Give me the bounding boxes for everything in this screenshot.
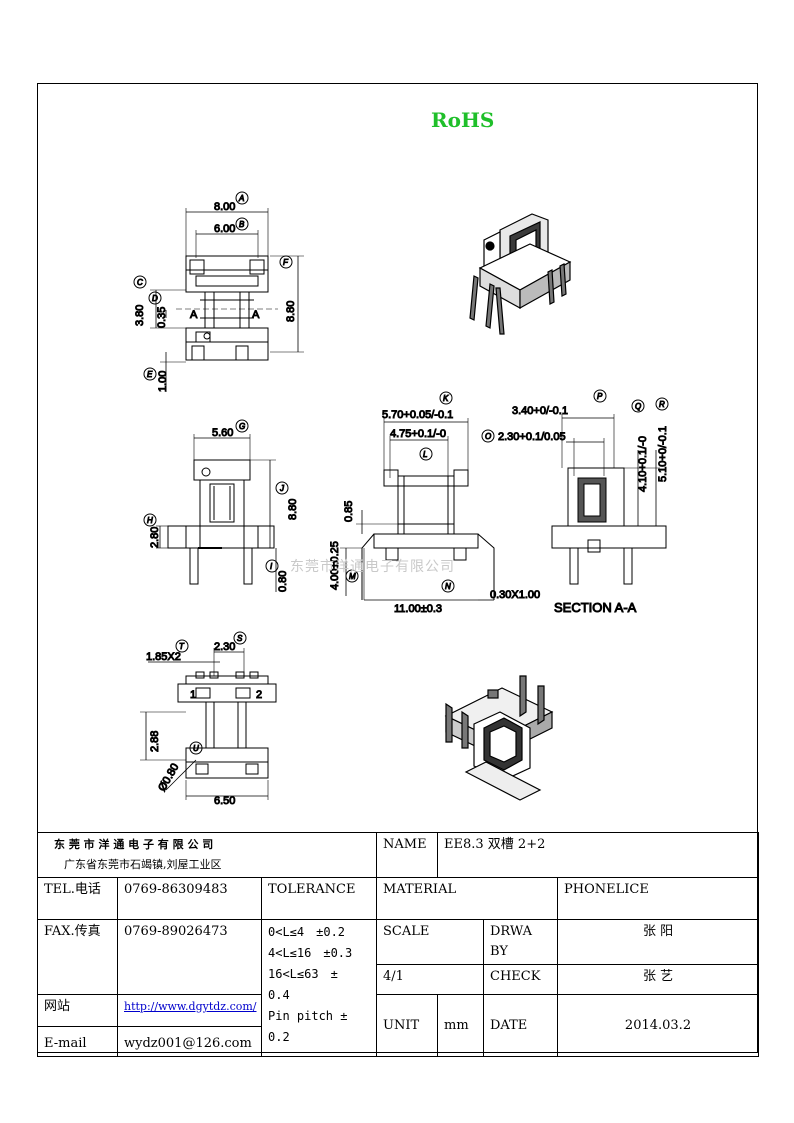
bubble-d: D (152, 294, 158, 303)
dim-0-85: 0.85 (343, 501, 355, 522)
dim-4-10: 4.10+0.1/-0 (637, 436, 649, 492)
bubble-g: G (239, 422, 245, 431)
bubble-n: N (445, 582, 451, 591)
name-label: NAME (376, 832, 438, 878)
dim-2-30: 2.30+0.1/0.05 (498, 431, 566, 443)
isometric-view-bottom (444, 675, 554, 801)
bubble-t: T (179, 642, 185, 651)
company-watermark: 东莞市洋通电子有限公司 (290, 559, 455, 575)
website-link[interactable]: http://www.dgytdz.com/ (124, 1000, 257, 1013)
bubble-s: S (237, 634, 243, 643)
tolerance-line-5: Pin pitch ± (268, 1009, 348, 1023)
company-address: 广东省东莞市石竭镇,刘屋工业区 (64, 858, 222, 871)
dim-0-80: 0.80 (277, 571, 289, 592)
technical-drawing: A B C D E F 8.00 6.00 3.80 0.35 8.80 1.0… (133, 191, 670, 808)
tolerance-line-1: 0<L≤4 ±0.2 (268, 925, 346, 939)
bubble-q: Q (635, 402, 641, 411)
bottom-view (140, 631, 277, 800)
dim-2-88: 2.88 (149, 731, 161, 752)
dim-pin: 0.30X1.00 (490, 589, 540, 601)
bubble-a: A (238, 194, 244, 203)
tolerance-line-3: 16<L≤63 ± (268, 967, 338, 981)
web-label: 网站 (37, 994, 118, 1027)
bubble-k: K (443, 394, 449, 403)
dim-5-60: 5.60 (212, 427, 233, 439)
tolerance-line-4: 0.4 (268, 988, 290, 1002)
scale-value: 4/1 (376, 964, 484, 995)
drawn-value: 张 阳 (556, 919, 760, 965)
check-value: 张 艺 (556, 964, 760, 995)
dim-1-00: 1.00 (157, 371, 169, 392)
tolerance-line-2: 4<L≤16 ±0.3 (268, 946, 353, 960)
company-cell: 东 莞 市 洋 通 电 子 有 限 公 司 广东省东莞市石竭镇,刘屋工业区 (37, 832, 377, 878)
unit-label: UNIT (376, 994, 438, 1057)
section-view (481, 389, 669, 585)
material-label: MATERIAL (376, 877, 558, 920)
dim-2-80: 2.80 (149, 527, 161, 548)
fax-label: FAX.传真 (37, 919, 118, 995)
side-view (143, 419, 289, 592)
front-view (340, 391, 495, 601)
email-label: E-mail (37, 1026, 118, 1057)
web-cell: http://www.dgytdz.com/ (117, 994, 262, 1027)
dim-0-35: 0.35 (156, 307, 168, 328)
pin-2-label: 2 (256, 689, 262, 701)
bubble-e: E (147, 370, 153, 379)
dim-phi-0-80: Ø0.80 (156, 762, 181, 794)
unit-value: mm (437, 994, 484, 1057)
bubble-u: U (193, 744, 199, 753)
dim-11-00: 11.00±0.3 (394, 603, 442, 615)
dim-4-00: 4.00±0.25 (329, 541, 341, 590)
bubble-f: F (283, 258, 289, 267)
scale-label: SCALE (376, 919, 484, 965)
check-label: CHECK (483, 964, 558, 995)
title-block: 东 莞 市 洋 通 电 子 有 限 公 司 广东省东莞市石竭镇,刘屋工业区 NA… (37, 832, 760, 1057)
name-value: EE8.3 双槽 2+2 (436, 832, 760, 878)
dim-3-80: 3.80 (134, 305, 146, 326)
dim-1-85x2: 1.85X2 (146, 651, 181, 663)
tolerance-line-6: 0.2 (268, 1030, 290, 1044)
dim-side-8-80: 8.80 (287, 499, 299, 520)
dim-6-50: 6.50 (214, 795, 235, 807)
drawn-label: DRWA BY (483, 919, 558, 965)
dim-4-75: 4.75+0.1/-0 (390, 428, 446, 440)
dim-5-10: 5.10+0/-0.1 (657, 426, 669, 482)
isometric-view-top (469, 213, 572, 335)
email-value: wydz001@126.com (117, 1026, 262, 1057)
dim-5-70: 5.70+0.05/-0.1 (382, 409, 453, 421)
top-view (133, 191, 304, 392)
tel-value: 0769-86309483 (117, 877, 262, 920)
tolerance-label: TOLERANCE (261, 877, 377, 920)
bubble-p: P (597, 392, 603, 401)
dim-6-00: 6.00 (214, 223, 235, 235)
fax-value: 0769-89026473 (117, 919, 262, 995)
bubble-b: B (239, 220, 245, 229)
dim-2-30-bottom: 2.30 (214, 641, 235, 653)
bubble-c: C (137, 278, 143, 287)
section-mark-left: A (190, 309, 198, 321)
date-value: 2014.03.2 (556, 994, 760, 1057)
bubble-r: R (659, 400, 665, 409)
material-value: PHONELICE (556, 877, 760, 920)
section-label: SECTION A-A (554, 600, 637, 615)
section-mark-right: A (252, 309, 260, 321)
bubble-o: O (485, 432, 491, 441)
date-label: DATE (483, 994, 558, 1057)
bubble-j: J (279, 484, 285, 493)
tolerance-values: 0<L≤4 ±0.2 4<L≤16 ±0.3 16<L≤63 ± 0.4 Pin… (261, 919, 377, 1057)
bubble-h: H (147, 516, 153, 525)
dim-8-80: 8.80 (285, 301, 297, 322)
company-name: 东 莞 市 洋 通 电 子 有 限 公 司 (54, 838, 214, 851)
rohs-label: RoHS (431, 108, 495, 132)
bubble-l: L (423, 450, 427, 459)
dim-3-40: 3.40+0/-0.1 (512, 405, 568, 417)
bubble-i: I (270, 562, 273, 571)
dim-8-00: 8.00 (214, 201, 235, 213)
bubble-m: M (349, 572, 356, 581)
pin-1-label: 1 (190, 689, 196, 701)
tel-label: TEL.电话 (37, 877, 118, 920)
